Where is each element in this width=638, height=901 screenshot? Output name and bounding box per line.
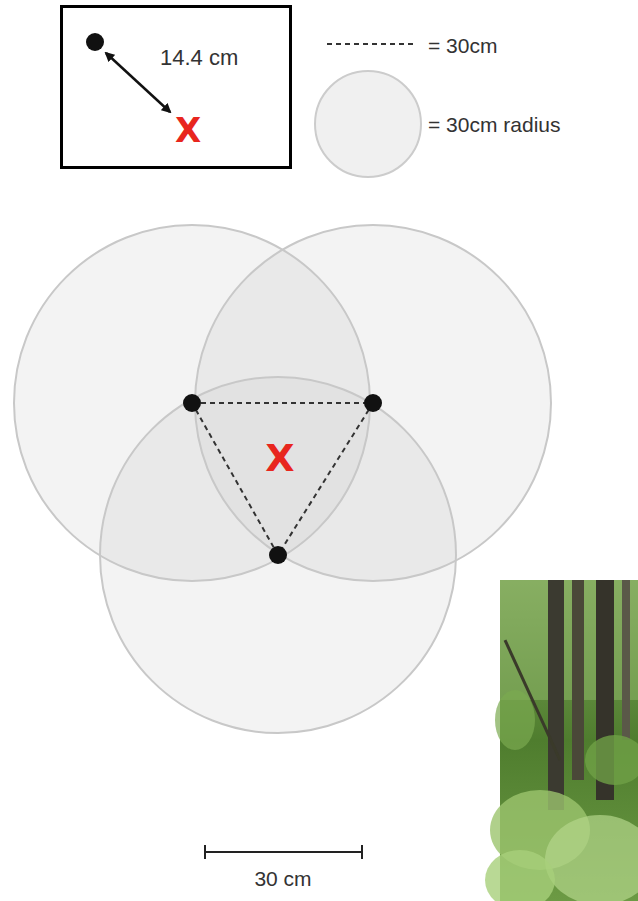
- legend-dashed-line: [327, 43, 415, 45]
- scale-label: 30 cm: [254, 868, 311, 889]
- dashed-triangle: [192, 403, 373, 555]
- point-dot: [86, 33, 104, 51]
- scale-tick: [361, 845, 363, 859]
- target-mark: X: [265, 439, 294, 477]
- legend-text: = 30cm: [428, 35, 497, 56]
- scale-tick: [204, 845, 206, 859]
- forest-photo: [485, 580, 638, 901]
- scale-bar: [205, 851, 362, 853]
- legend-text: = 30cm radius: [428, 114, 560, 135]
- inset-box: 14.4 cm X: [60, 5, 292, 169]
- radius-circle: [100, 377, 456, 733]
- distance-label: 14.4 cm: [160, 47, 238, 69]
- legend-circle: [315, 71, 421, 177]
- point-dot: [269, 546, 287, 564]
- target-mark: X: [175, 113, 201, 147]
- point-dot: [183, 394, 201, 412]
- point-dot: [364, 394, 382, 412]
